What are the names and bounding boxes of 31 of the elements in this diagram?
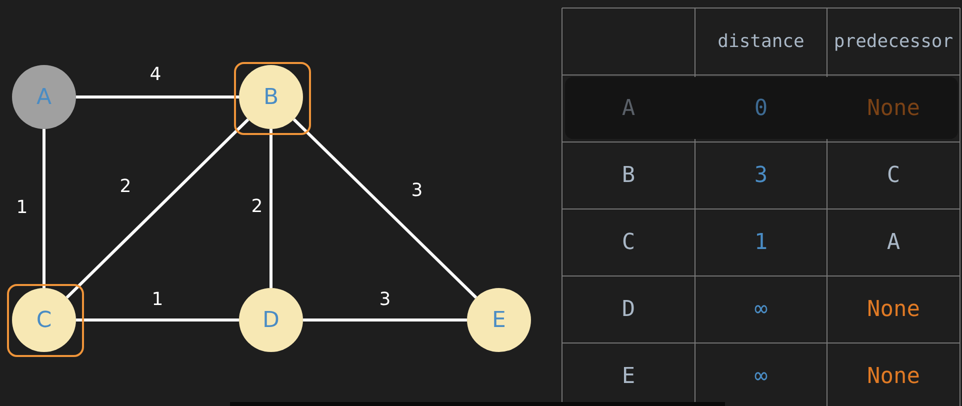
node-label: D	[262, 308, 280, 332]
table-cell-text: None	[867, 96, 920, 121]
edge-line	[76, 96, 239, 98]
table-cell-text: C	[622, 230, 636, 255]
table-cell-text: C	[886, 163, 900, 188]
table-cell-text: E	[622, 364, 636, 389]
node-label: E	[492, 308, 506, 332]
table-cell-text: 0	[754, 96, 768, 121]
edge-line	[292, 118, 478, 299]
table-cell-text: 3	[754, 163, 768, 188]
table-cell-text: D	[622, 297, 636, 322]
column-header: predecessor	[834, 31, 954, 52]
column-header: distance	[718, 31, 804, 52]
graph-node-circle	[239, 65, 303, 129]
table-cell-text: A	[622, 96, 636, 121]
edge-line	[66, 118, 250, 299]
table-cell-text: B	[622, 163, 636, 188]
node-label: A	[36, 84, 52, 110]
edge-line	[76, 318, 239, 322]
table-cell-text: None	[867, 364, 920, 389]
node-label: B	[263, 84, 279, 110]
table-cell-text: ∞	[754, 364, 768, 389]
edge-line	[303, 318, 467, 322]
graph-node-circle	[12, 288, 76, 352]
table-cell-text: 1	[754, 230, 768, 255]
table-cell-text: A	[886, 230, 900, 255]
table-cell-text: None	[867, 297, 920, 322]
edge-line	[42, 129, 46, 288]
edge-line	[270, 129, 272, 288]
node-label: C	[36, 308, 52, 332]
table-cell-text: ∞	[754, 297, 768, 322]
